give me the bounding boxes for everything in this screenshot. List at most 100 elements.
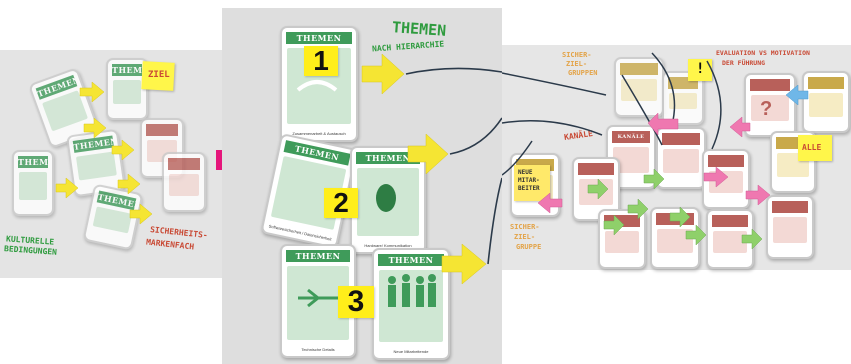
card-art xyxy=(809,93,843,117)
connector-line xyxy=(651,52,676,126)
label-ziel-bot: ZIEL- xyxy=(514,233,536,241)
theme-card-collaboration[interactable]: THEMEN Zusammenarbeit & Austausch xyxy=(280,26,358,142)
channel-card-group[interactable] xyxy=(802,71,850,133)
card-art xyxy=(169,174,199,196)
label-ziel-top: ZIEL- xyxy=(566,60,588,68)
right-panel: KANÄLE ! ALLE NEUE MITAR xyxy=(502,45,851,270)
connector-line xyxy=(706,60,722,150)
card-art xyxy=(773,217,807,243)
label-sicher-bot: SICHER- xyxy=(510,223,540,231)
card-header xyxy=(662,133,700,145)
channel-card-bottom-3[interactable] xyxy=(706,209,754,269)
exclamation-mark: ! xyxy=(696,61,705,77)
label-gruppe-bot: GRUPPE xyxy=(516,243,542,251)
handshake-icon xyxy=(296,80,338,92)
card-art xyxy=(713,231,747,253)
card-target-group-3[interactable]: THEMEN xyxy=(12,150,54,216)
label-neue: NEUE xyxy=(518,169,533,176)
label-mitarbeiter: MITAR- xyxy=(518,177,540,184)
yellow-arrow-icon xyxy=(117,173,141,195)
yellow-arrow-icon xyxy=(129,203,153,225)
channel-card-question[interactable] xyxy=(744,73,796,137)
card-header xyxy=(620,63,658,75)
sticky-note-neue xyxy=(514,165,550,201)
card-target-group-2[interactable]: THEMEN xyxy=(106,58,148,120)
card-caption: Neue Mitarbeitende xyxy=(393,349,429,354)
pink-arrow-icon xyxy=(745,184,771,206)
yellow-arrow-icon xyxy=(111,139,135,161)
card-art xyxy=(669,93,697,109)
yellow-arrow-icon xyxy=(83,117,107,139)
green-arrow-icon xyxy=(587,178,609,200)
green-arrow-icon xyxy=(685,224,707,246)
label-sicher-top: SICHER- xyxy=(562,51,592,59)
pink-arrow-icon xyxy=(647,112,679,136)
connector-line xyxy=(405,67,502,75)
card-art xyxy=(605,231,639,253)
card-header: THEMEN xyxy=(286,250,350,262)
sticky-note-exclaim xyxy=(688,59,712,81)
channel-card-meeting[interactable] xyxy=(656,127,706,189)
card-header xyxy=(146,124,178,136)
channel-card-globe[interactable] xyxy=(614,57,664,117)
sticky-note-alle xyxy=(798,135,832,161)
card-header: THEMEN xyxy=(112,64,146,76)
card-caption: Zusammenarbeit & Austausch xyxy=(292,131,346,136)
yellow-arrow-icon xyxy=(361,53,405,95)
card-header: THEMEN xyxy=(378,254,444,266)
middle-art-layer xyxy=(296,53,502,308)
green-arrow-icon xyxy=(669,206,691,228)
connector-line xyxy=(621,74,663,146)
label-der-fuehrung: DER FÜHRUNG xyxy=(722,59,766,67)
pink-arrow-icon xyxy=(729,116,751,138)
connector-line xyxy=(487,177,502,265)
green-arrow-icon xyxy=(603,214,625,236)
left-panel: THEMEN THEMEN THEMEN THEMEN THEMEN ZIEL … xyxy=(0,50,222,278)
card-red-2[interactable] xyxy=(162,152,206,212)
green-arrow-icon xyxy=(627,198,649,220)
label-alle: ALLE xyxy=(802,143,822,152)
card-header xyxy=(712,215,748,227)
yellow-arrow-icon xyxy=(55,177,79,199)
right-arrows-layer: ? xyxy=(502,52,809,250)
card-art xyxy=(621,79,657,101)
channel-card-event[interactable] xyxy=(702,149,750,209)
card-header: THEMEN xyxy=(18,156,52,168)
channel-card-bottom-4[interactable] xyxy=(766,195,814,259)
label-ziel: ZIEL xyxy=(148,70,170,80)
label-beiter: BEITER xyxy=(518,185,540,192)
card-header xyxy=(750,79,790,91)
pink-arrow-icon xyxy=(703,166,729,188)
card-art xyxy=(663,149,699,173)
label-gruppen-top: GRUPPEN xyxy=(568,69,598,77)
pink-arrow-icon xyxy=(537,192,563,214)
rank-badge-1: 1 xyxy=(304,46,338,76)
card-header: THEMEN xyxy=(356,152,420,164)
left-arrows xyxy=(55,81,153,225)
yellow-arrow-icon xyxy=(441,243,487,285)
card-header xyxy=(708,155,744,167)
card-caption: Technische Details xyxy=(301,347,335,352)
connector-line xyxy=(449,117,502,155)
yellow-arrow-icon xyxy=(79,81,105,103)
connector-line xyxy=(502,140,533,176)
card-art xyxy=(113,80,141,104)
blue-arrow-icon xyxy=(785,84,809,106)
rank-badge-3: 3 xyxy=(338,286,374,318)
yellow-arrow-icon xyxy=(407,133,449,175)
alien-icon xyxy=(376,184,396,212)
card-header: THEMEN xyxy=(286,32,352,44)
green-arrow-icon xyxy=(741,228,763,250)
card-header xyxy=(578,163,614,175)
channel-card-bottom-1[interactable] xyxy=(598,209,646,269)
card-header xyxy=(772,201,808,213)
connector-line xyxy=(502,72,607,96)
connector-line xyxy=(502,119,603,136)
label-evaluation: EVALUATION VS MOTIVATION xyxy=(716,49,810,57)
card-header xyxy=(168,158,200,170)
green-arrow-icon xyxy=(643,168,665,190)
card-art xyxy=(19,172,47,200)
card-art xyxy=(751,95,789,121)
people-group-icon xyxy=(388,274,436,307)
usb-icon xyxy=(298,288,338,308)
